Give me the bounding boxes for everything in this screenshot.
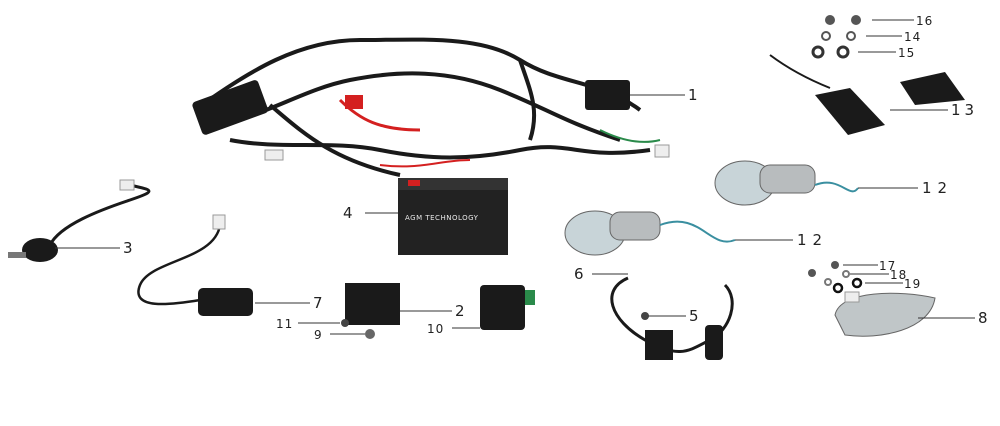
harness-connector-block (192, 80, 268, 135)
rear-turn-signal (714, 160, 859, 206)
ignition-coil (610, 276, 734, 360)
callout-13: 13 (951, 101, 979, 119)
callout-9: 9 (314, 328, 323, 342)
callout-1: 1 (688, 86, 699, 104)
callout-6: 6 (574, 265, 585, 283)
battery (398, 178, 508, 255)
callout-3: 3 (123, 239, 134, 257)
coil-bolt (641, 312, 649, 320)
callout-12-rear: 12 (922, 179, 954, 197)
mounting-hardware (811, 15, 861, 59)
callout-10: 10 (427, 322, 445, 336)
callout-12-front: 12 (797, 231, 829, 249)
battery-label: AGM TECHNOLOGY (405, 214, 479, 222)
callout-2: 2 (455, 302, 466, 320)
front-turn-signal (564, 210, 736, 256)
cdi-unit (480, 285, 535, 330)
license-plate-light (769, 54, 965, 135)
callout-8: 8 (978, 309, 989, 327)
bolt (341, 319, 349, 327)
callout-4: 4 (343, 204, 354, 222)
nut (365, 329, 375, 339)
harness-relay (585, 80, 630, 110)
callout-11: 11 (276, 317, 294, 331)
callout-15: 15 (898, 46, 916, 60)
ignition-switch (8, 179, 151, 262)
harness-plug (264, 149, 284, 161)
regulator-rectifier (345, 283, 400, 325)
battery-terminal-cap (345, 95, 363, 109)
stop-switch (137, 214, 253, 316)
callout-19: 19 (904, 277, 922, 291)
leader-lines (55, 19, 975, 335)
tail-light (808, 261, 936, 337)
callout-5: 5 (689, 307, 700, 325)
callout-17: 17 (879, 259, 897, 273)
callout-18: 18 (890, 268, 908, 282)
callout-7: 7 (313, 294, 324, 312)
callout-14: 14 (904, 30, 922, 44)
callout-16: 16 (916, 14, 934, 28)
harness-plug (654, 144, 670, 158)
